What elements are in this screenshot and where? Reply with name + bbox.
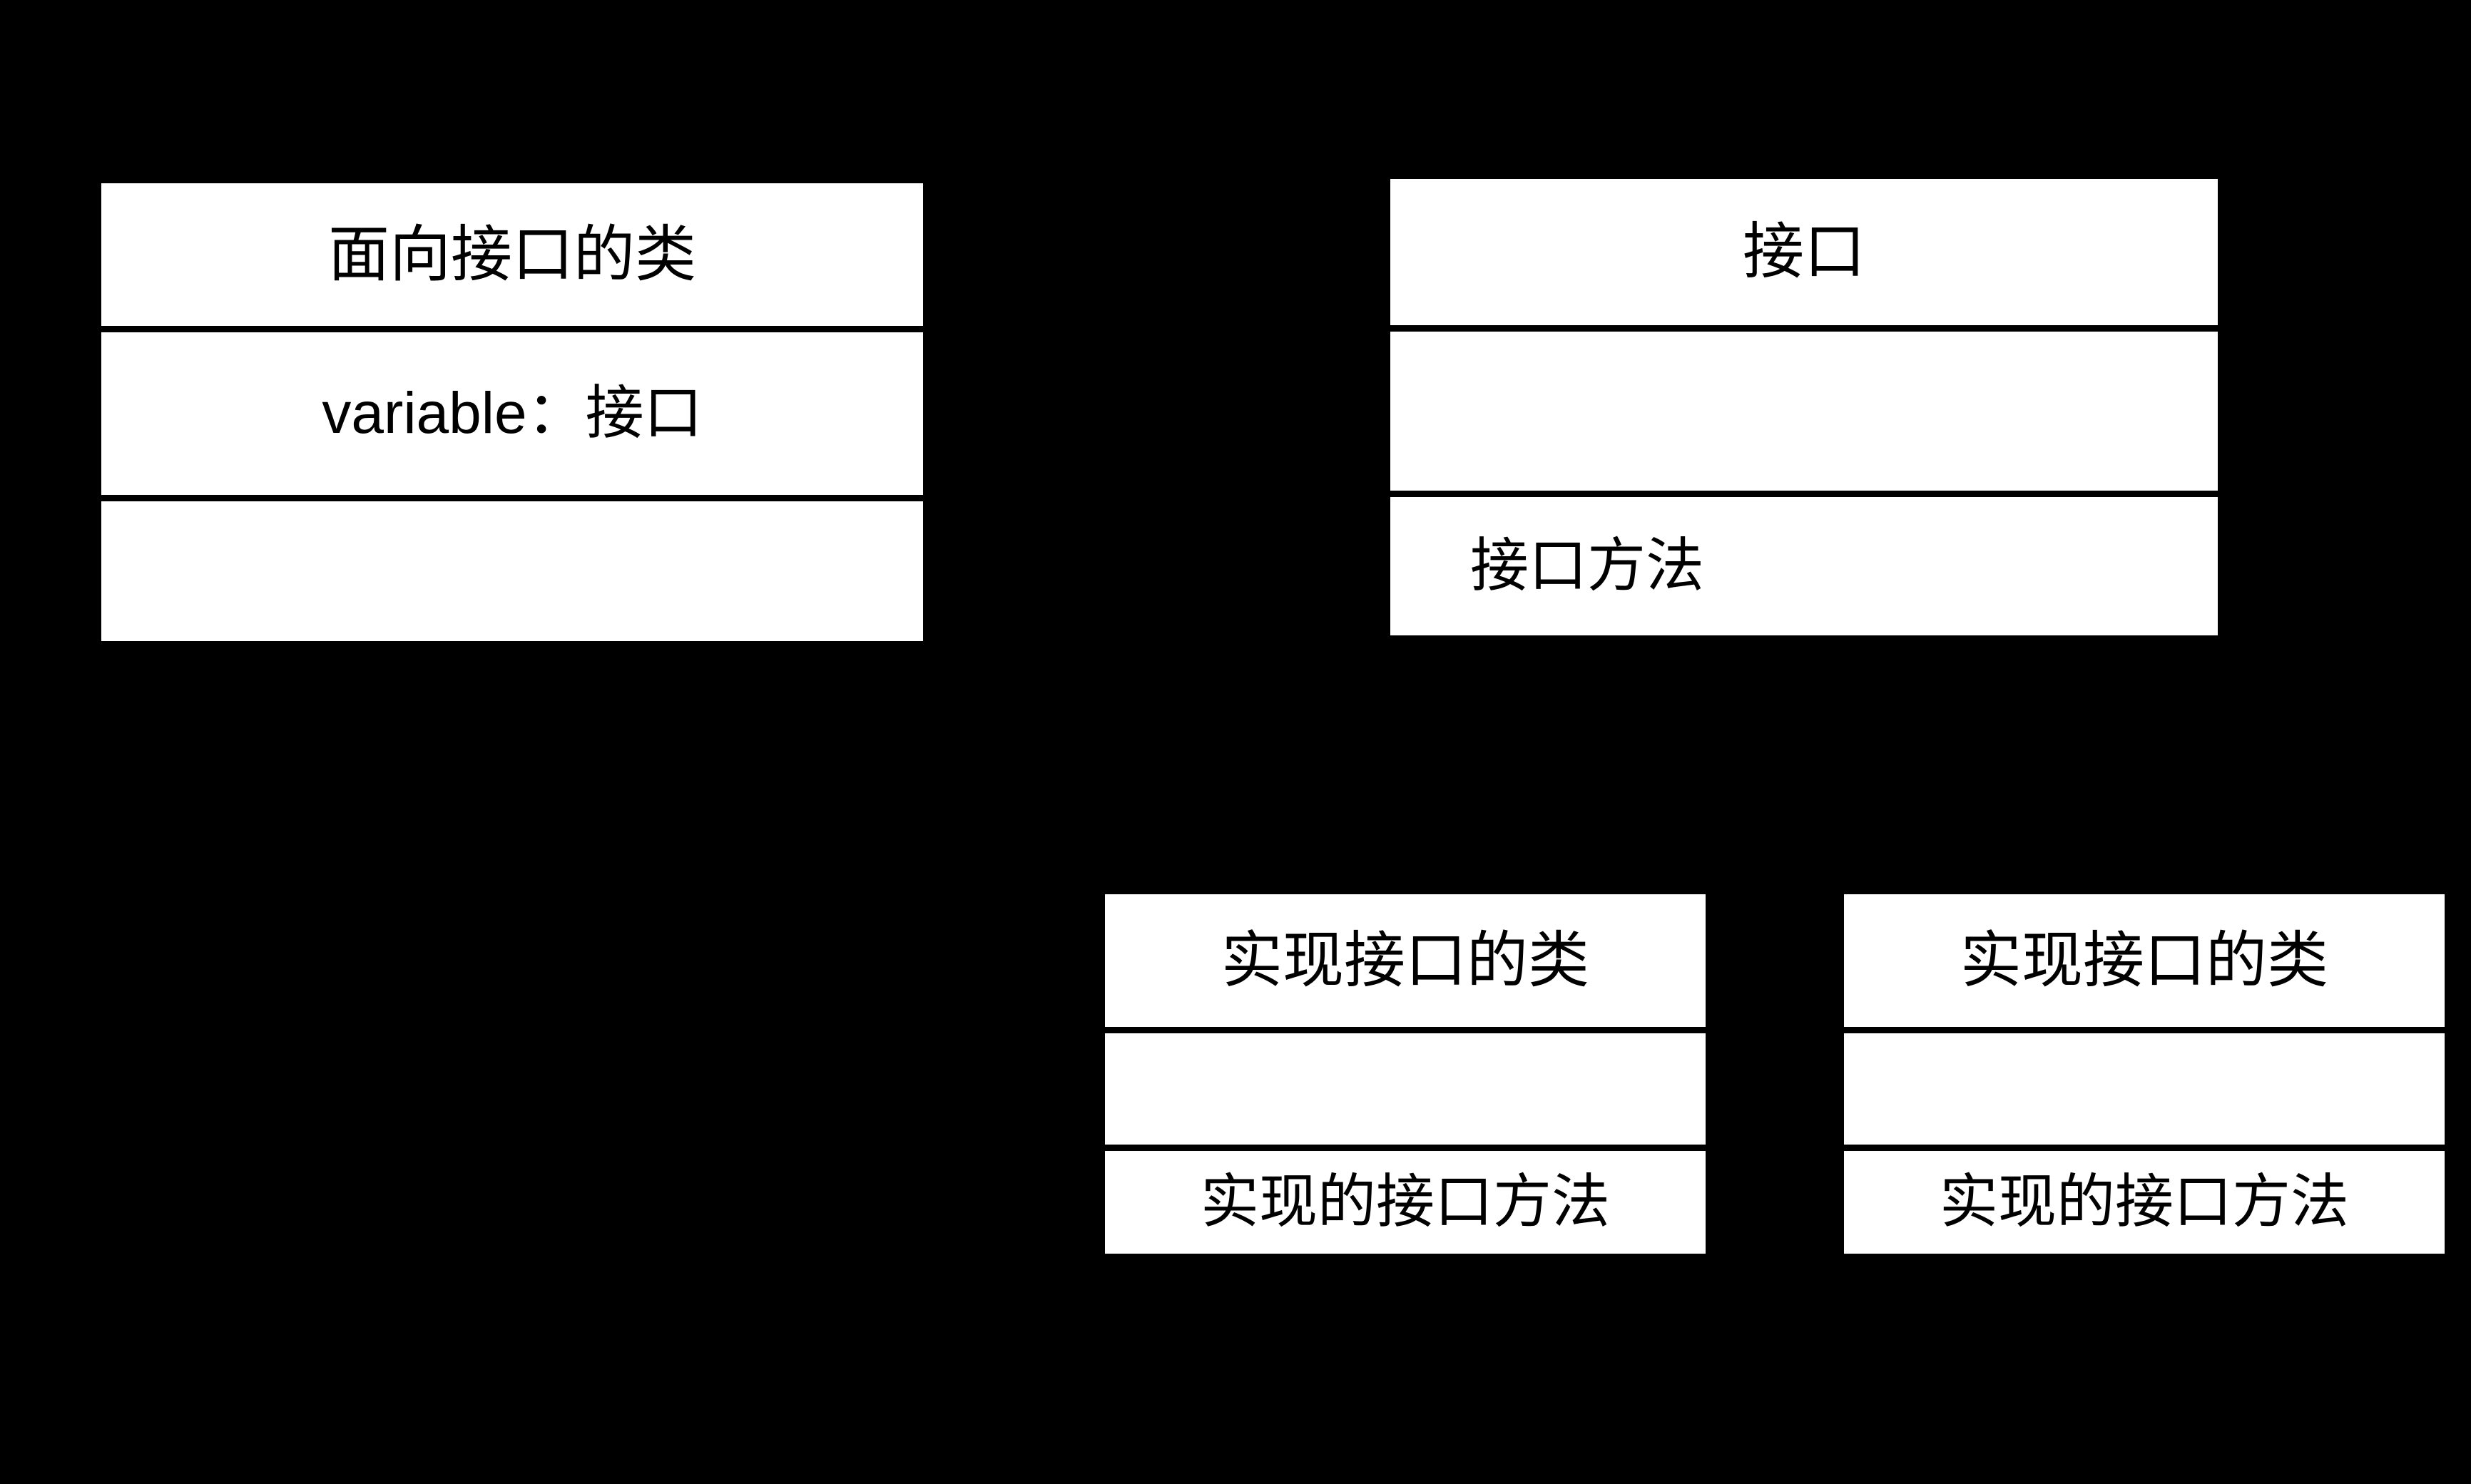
interface-methods-compartment: 接口方法 xyxy=(1390,491,2218,635)
class-methods-compartment xyxy=(101,495,923,641)
impl2-title-label: 实现接口的类 xyxy=(1960,926,2328,995)
impl2-method-label: 实现的接口方法 xyxy=(1939,1169,2349,1234)
uml-class-box-client[interactable]: 面向接口的类 variable：接口 xyxy=(95,177,929,648)
impl1-title-label: 实现接口的类 xyxy=(1221,926,1589,995)
impl2-title-compartment: 实现接口的类 xyxy=(1844,894,2445,1027)
uml-impl-class-box-2[interactable]: 实现接口的类 实现的接口方法 xyxy=(1838,888,2451,1260)
interface-title-label: 接口 xyxy=(1743,218,1865,287)
interface-title-compartment: 接口 xyxy=(1390,179,2218,325)
impl1-title-compartment: 实现接口的类 xyxy=(1105,894,1706,1027)
interface-fields-compartment xyxy=(1390,325,2218,491)
impl1-methods-compartment: 实现的接口方法 xyxy=(1105,1145,1706,1254)
uml-impl-class-box-1[interactable]: 实现接口的类 实现的接口方法 xyxy=(1099,888,1712,1260)
impl1-method-label: 实现的接口方法 xyxy=(1200,1169,1610,1234)
uml-interface-box[interactable]: 接口 接口方法 xyxy=(1384,173,2224,642)
impl2-fields-compartment xyxy=(1844,1027,2445,1145)
class-fields-compartment: variable：接口 xyxy=(101,326,923,495)
impl2-methods-compartment: 实现的接口方法 xyxy=(1844,1145,2445,1254)
class-title-compartment: 面向接口的类 xyxy=(101,183,923,326)
interface-method-label: 接口方法 xyxy=(1470,533,1705,598)
class-title-label: 面向接口的类 xyxy=(328,220,696,289)
impl1-fields-compartment xyxy=(1105,1027,1706,1145)
class-field-label: variable：接口 xyxy=(322,380,703,446)
